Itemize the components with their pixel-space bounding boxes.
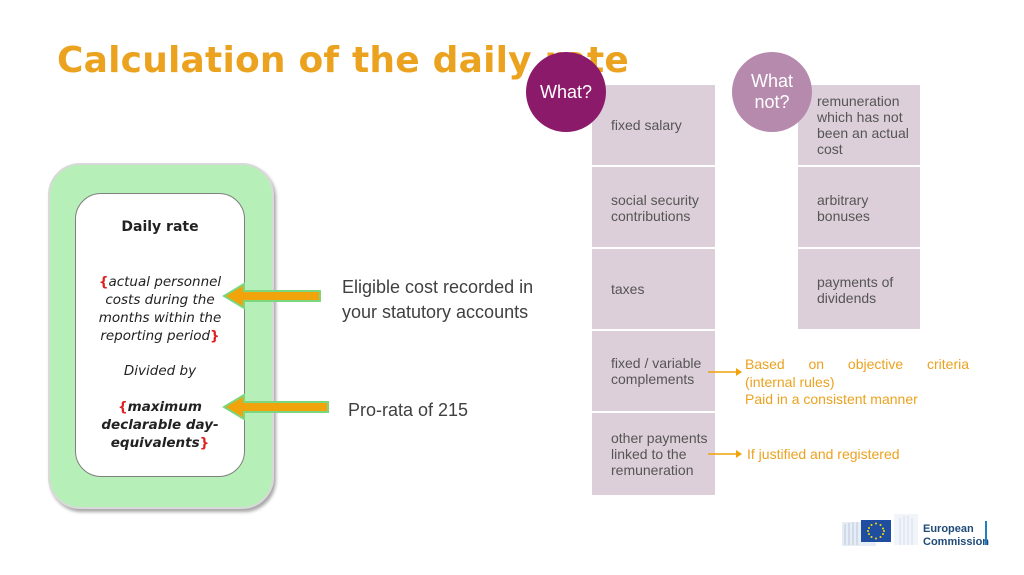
what-item-other-payments: other payments linked to the remuneratio… bbox=[592, 413, 715, 495]
what-item-label: other payments linked to the remuneratio… bbox=[611, 430, 708, 478]
denominator-text: {maximum declarable day-equivalents} bbox=[90, 398, 230, 452]
eligible-cost-text: Eligible cost recorded in your statutory… bbox=[342, 277, 534, 322]
logo-line-2: Commission bbox=[923, 536, 990, 548]
what-item-label: taxes bbox=[611, 281, 645, 297]
divided-by-text: Divided by bbox=[123, 363, 197, 379]
what-item-fixed-salary: fixed salary bbox=[592, 85, 715, 165]
criteria-line-2: (internal rules) bbox=[745, 373, 835, 390]
justified-note: If justified and registered bbox=[747, 446, 900, 462]
logo-accent-bar bbox=[985, 521, 987, 545]
european-commission-logo-icon bbox=[842, 514, 918, 546]
right-arrow-icon bbox=[708, 368, 742, 376]
what-not-item-remuneration: remuneration which has not been an actua… bbox=[798, 85, 920, 165]
numerator-text: {actual personnel costs during the month… bbox=[86, 273, 234, 345]
left-arrow-icon bbox=[222, 282, 321, 310]
denominator-label: maximum declarable day-equivalents bbox=[101, 399, 219, 451]
what-not-item-dividends: payments of dividends bbox=[798, 249, 920, 329]
formula-inner-box: Daily rate {actual personnel costs durin… bbox=[75, 193, 245, 477]
criteria-line-1: Based on objective criteria bbox=[745, 356, 969, 372]
left-arrow-icon bbox=[222, 393, 329, 421]
logo-wordmark: European Commission bbox=[923, 523, 989, 549]
right-arrow-icon bbox=[708, 450, 742, 458]
logo-line-1: European bbox=[923, 523, 974, 535]
brace-open: { bbox=[98, 274, 109, 290]
pro-rata-text: Pro-rata of 215 bbox=[348, 400, 469, 420]
criteria-line-3: Paid in a consistent manner bbox=[745, 391, 918, 407]
what-not-item-bonuses: arbitrary bonuses bbox=[798, 167, 920, 247]
brace-open: { bbox=[118, 399, 128, 415]
what-not-circle-label: What not? bbox=[732, 52, 812, 132]
what-not-item-label: remuneration which has not been an actua… bbox=[817, 93, 909, 157]
what-item-complements: fixed / variable complements bbox=[592, 331, 715, 411]
daily-rate-heading: Daily rate bbox=[121, 219, 199, 235]
criteria-note: Based on objective criteria (internal ru… bbox=[745, 356, 969, 409]
numerator-label: actual personnel costs during the months… bbox=[98, 274, 222, 344]
what-not-item-label: arbitrary bonuses bbox=[817, 192, 870, 224]
brace-close: } bbox=[199, 435, 210, 451]
what-item-label: fixed / variable complements bbox=[611, 355, 702, 387]
what-circle-label: What? bbox=[526, 52, 606, 132]
what-item-label: social security contributions bbox=[611, 192, 699, 224]
what-item-taxes: taxes bbox=[592, 249, 715, 329]
what-item-social-security: social security contributions bbox=[592, 167, 715, 247]
what-item-label: fixed salary bbox=[611, 117, 682, 133]
brace-close: } bbox=[210, 328, 220, 344]
what-not-item-label: payments of dividends bbox=[817, 274, 894, 306]
